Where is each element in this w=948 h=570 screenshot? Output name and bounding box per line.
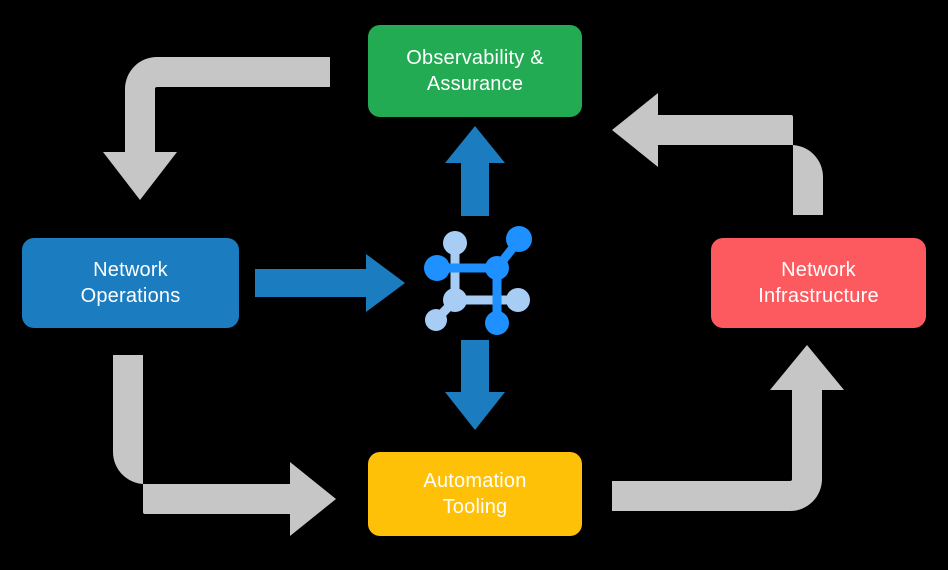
arrow-operations-to-automation — [113, 355, 336, 536]
arrow-automation-to-infrastructure — [612, 345, 844, 511]
arrow-operations-to-center — [255, 254, 405, 312]
node-label-network-operations: Network Operations — [80, 259, 181, 307]
node-automation-tooling[interactable]: Automation Tooling — [368, 452, 582, 536]
node-network-infrastructure[interactable]: Network Infrastructure — [711, 238, 926, 328]
arrow-center-to-automation — [445, 340, 505, 430]
arrow-observability-to-operations — [103, 57, 330, 200]
arrow-infrastructure-to-observability — [612, 93, 823, 215]
node-network-operations[interactable]: Network Operations — [22, 238, 239, 328]
node-label-automation-tooling: Automation Tooling — [423, 470, 527, 518]
node-label-observability: Observability & Assurance — [406, 47, 544, 95]
arrow-center-to-observability — [445, 126, 505, 216]
node-observability-assurance[interactable]: Observability & Assurance — [368, 25, 582, 117]
node-label-network-infrastructure: Network Infrastructure — [758, 259, 879, 307]
network-topology-icon — [424, 226, 532, 335]
